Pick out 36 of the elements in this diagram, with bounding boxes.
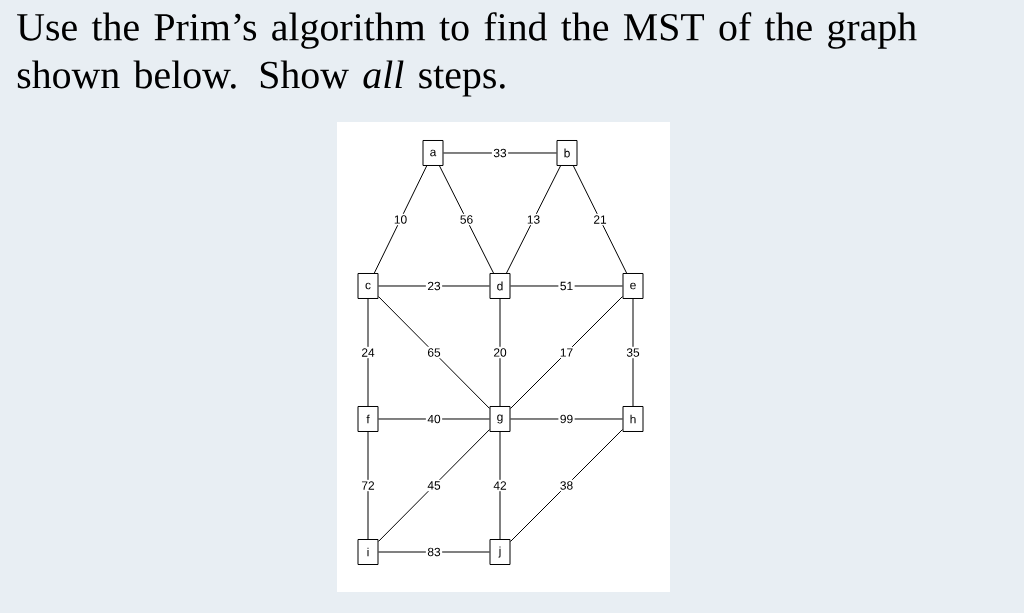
graph-edge: [506, 165, 561, 274]
vertex-box: b: [556, 140, 578, 166]
graph-edge: [510, 296, 623, 409]
title: Use the Prim’s algorithm to find the MST of the graph shown below. Show all steps.: [17, 12, 917, 97]
graph-edge: [439, 165, 494, 274]
graph-edge: [378, 418, 490, 420]
graph-edge: [510, 429, 623, 542]
graph-edge: [572, 165, 628, 274]
vertex-box: d: [489, 273, 511, 299]
graph-edge: [367, 431, 369, 540]
graph-edge: [499, 431, 501, 540]
edge-label: 40: [425, 413, 443, 425]
graph-edge: [378, 285, 490, 287]
edge-label: 83: [425, 546, 443, 558]
vertex-box: h: [622, 406, 644, 432]
graph-edge: [443, 152, 557, 154]
graph-edge: [367, 298, 369, 407]
edge-label: 51: [558, 280, 575, 292]
graph-edge: [378, 551, 490, 553]
vertex-box: a: [422, 140, 444, 166]
graph-edge: [499, 298, 501, 407]
edge-label: 33: [491, 147, 509, 159]
graph-edge: [378, 296, 490, 409]
edge-label: 23: [425, 280, 443, 292]
vertex-box: g: [489, 406, 511, 432]
graph-edge: [510, 418, 623, 420]
graph-edge: [378, 429, 490, 542]
vertex-box: f: [357, 406, 379, 432]
vertex-box: j: [489, 539, 511, 565]
vertex-box: i: [357, 539, 379, 565]
graph-edge: [510, 285, 623, 287]
graph-edge: [632, 298, 634, 407]
edge-label: 99: [558, 413, 575, 425]
graph-edge: [373, 165, 428, 274]
vertex-box: e: [622, 273, 644, 299]
vertex-box: c: [357, 273, 379, 299]
